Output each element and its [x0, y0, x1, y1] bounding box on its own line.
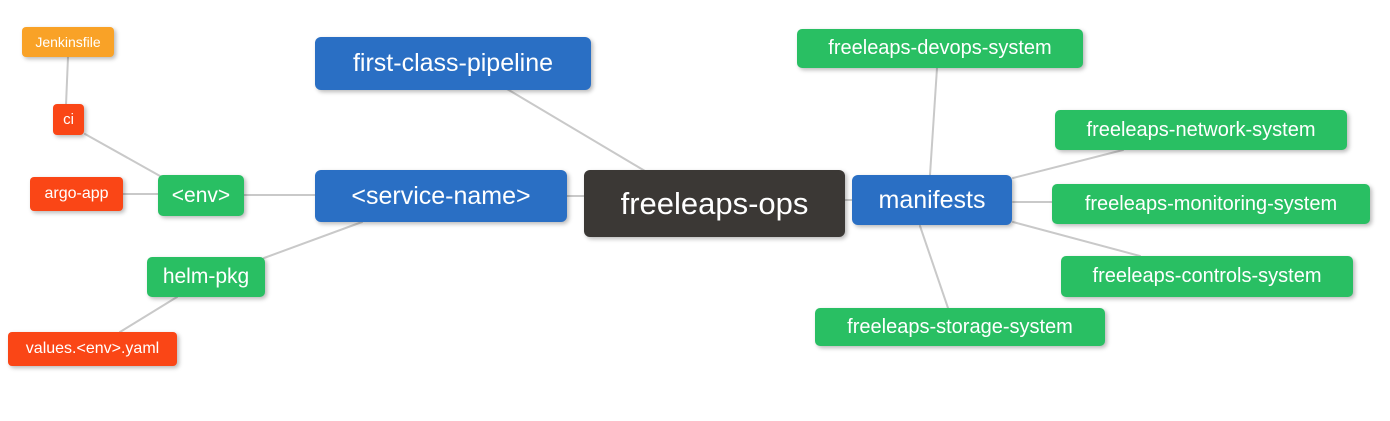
node-ci[interactable]: ci: [53, 104, 84, 135]
edge-ci-env: [84, 133, 161, 177]
node-first-class-pipeline[interactable]: first-class-pipeline: [315, 37, 591, 90]
node-freeleaps-network-system[interactable]: freeleaps-network-system: [1055, 110, 1347, 150]
edge-jenkinsfile-ci: [65, 56, 69, 106]
node-helm-pkg[interactable]: helm-pkg: [147, 257, 265, 297]
node-service-name[interactable]: <service-name>: [315, 170, 567, 222]
node-env[interactable]: <env>: [158, 175, 244, 216]
node-freeleaps-controls-system[interactable]: freeleaps-controls-system: [1061, 256, 1353, 297]
edge-manifests-network-system: [1012, 149, 1124, 179]
edge-first-class-pipeline-ops: [506, 88, 646, 172]
node-argo-app[interactable]: argo-app: [30, 177, 123, 211]
node-manifests[interactable]: manifests: [852, 175, 1012, 225]
edge-helm-pkg-service-name: [263, 221, 363, 259]
edge-values-env-yaml-helm-pkg: [119, 296, 178, 333]
node-freeleaps-monitoring-system[interactable]: freeleaps-monitoring-system: [1052, 184, 1370, 224]
node-freeleaps-devops-system[interactable]: freeleaps-devops-system: [797, 29, 1083, 68]
edge-manifests-devops-system: [929, 67, 938, 176]
edge-manifests-storage-system: [919, 225, 949, 309]
node-freeleaps-ops[interactable]: freeleaps-ops: [584, 170, 845, 237]
node-values-env-yaml[interactable]: values.<env>.yaml: [8, 332, 177, 366]
node-freeleaps-storage-system[interactable]: freeleaps-storage-system: [815, 308, 1105, 346]
edge-manifests-controls-system: [1012, 221, 1141, 257]
node-jenkinsfile[interactable]: Jenkinsfile: [22, 27, 114, 57]
